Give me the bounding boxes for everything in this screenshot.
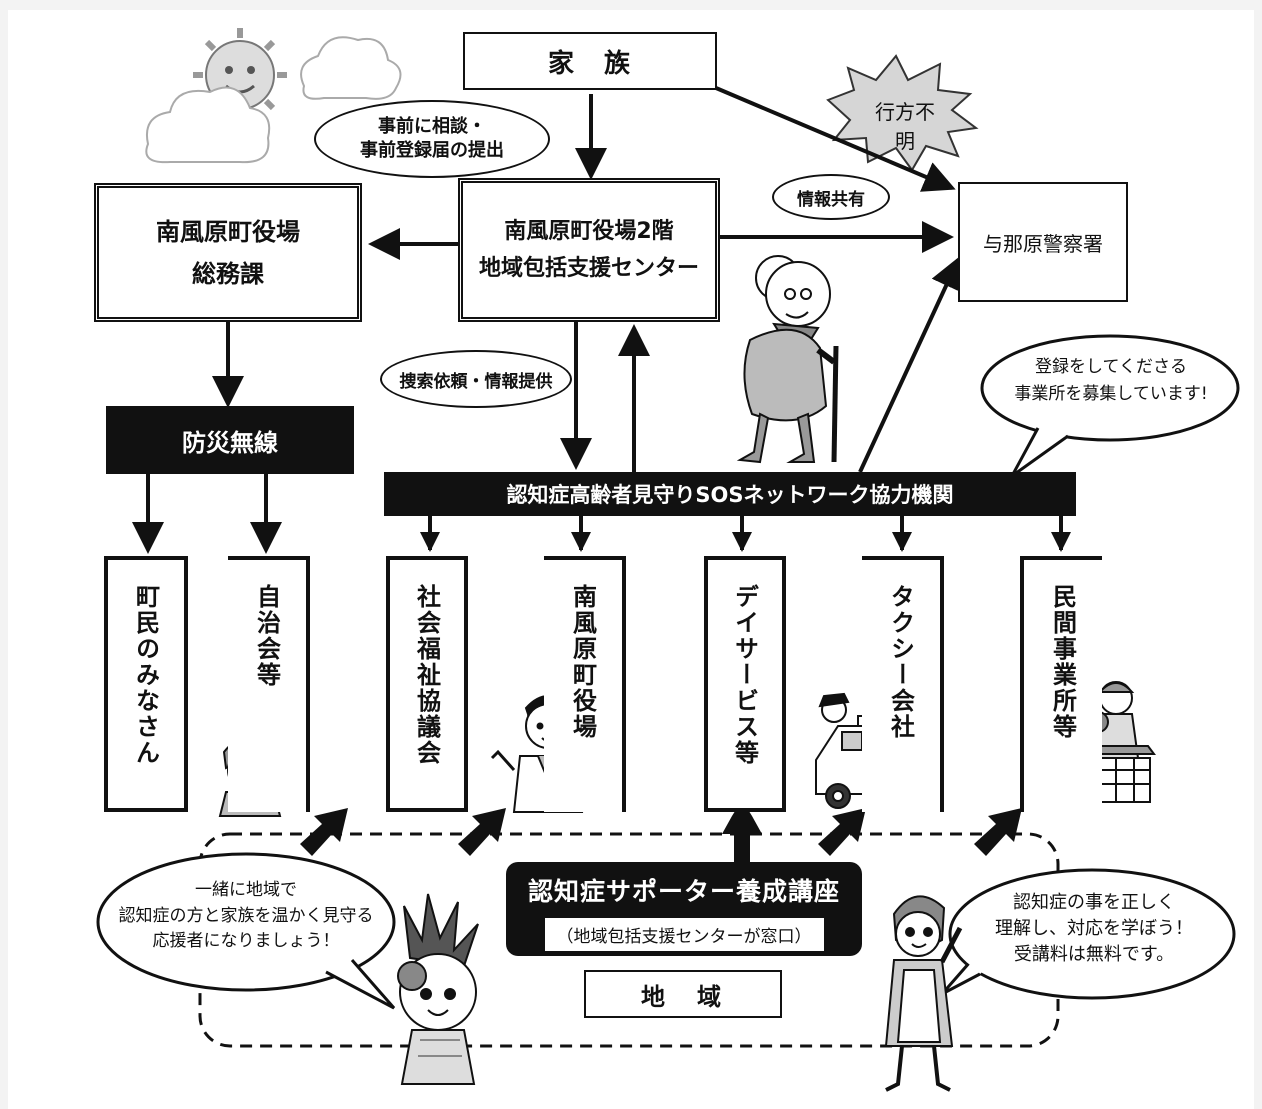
supporter-title: 認知症サポーター養成講座 bbox=[527, 877, 840, 906]
shop-vendor-illustration bbox=[1076, 681, 1156, 803]
search-request-bubble: 捜索依頼・情報提供 bbox=[380, 350, 572, 408]
column-label-jichikai: 自治会等 bbox=[252, 584, 281, 688]
soumu-line1: 南風原町役場 bbox=[156, 217, 300, 246]
right-bubble-text: 認知症の事を正しく 理解し、対応を学ぼう！ 受講料は無料です。 bbox=[995, 892, 1193, 966]
info-share-bubble: 情報共有 bbox=[772, 174, 890, 220]
missing-starburst bbox=[826, 54, 979, 172]
center-line1: 南風原町役場2階 bbox=[504, 218, 674, 244]
column-box-dayservice: デイサービス等 bbox=[704, 556, 786, 812]
soumu-line2: 総務課 bbox=[192, 259, 264, 288]
left-bubble-text: 一緒に地域で 認知症の方と家族を温かく見守る 応援者になりましょう！ bbox=[118, 880, 374, 951]
family-label: 家 族 bbox=[547, 48, 632, 79]
network-bar: 認知症高齢者見守りSOSネットワーク協力機関 bbox=[384, 472, 1076, 516]
region-label-box: 地 域 bbox=[584, 970, 782, 1018]
cloud-icon bbox=[300, 36, 402, 100]
sos-network-diagram: 家 族 行方不明 事前に相談・ 事前登録届の提出 南風原町役場2階 地域包括支援… bbox=[8, 10, 1254, 1109]
network-label: 認知症高齢者見守りSOSネットワーク協力機関 bbox=[506, 483, 954, 507]
consult-bubble-text: 事前に相談・ 事前登録届の提出 bbox=[360, 115, 504, 161]
missing-label: 行方不明 bbox=[875, 100, 935, 153]
column-label-residents: 町民のみなさん bbox=[131, 584, 160, 766]
bousai-label: 防災無線 bbox=[182, 428, 278, 457]
column-box-private: 民間事業所等 bbox=[1020, 556, 1102, 812]
info-share-label: 情報共有 bbox=[797, 189, 865, 210]
column-box-jichikai: 自治会等 bbox=[228, 556, 310, 812]
column-box-shakyo: 社会福祉協議会 bbox=[386, 556, 468, 812]
family-box: 家 族 bbox=[463, 32, 717, 90]
police-box: 与那原警察署 bbox=[958, 182, 1128, 302]
column-box-residents: 町民のみなさん bbox=[104, 556, 188, 812]
recruit-bubble-shape bbox=[980, 334, 1240, 478]
column-box-townhall: 南風原町役場 bbox=[544, 556, 626, 812]
search-request-label: 捜索依頼・情報提供 bbox=[399, 371, 553, 392]
police-label: 与那原警察署 bbox=[983, 231, 1103, 256]
column-label-private: 民間事業所等 bbox=[1048, 584, 1077, 740]
elderly-woman-illustration bbox=[736, 255, 839, 464]
recruit-bubble-text: 登録をしてくださる 事業所を募集しています! bbox=[1014, 357, 1208, 405]
consult-bubble: 事前に相談・ 事前登録届の提出 bbox=[314, 100, 550, 178]
left-bubble-shape bbox=[96, 852, 396, 1010]
mascot-character-illustration bbox=[397, 893, 479, 1085]
right-bubble-shape bbox=[940, 868, 1236, 1000]
bousai-box: 防災無線 bbox=[106, 406, 354, 474]
supporter-training-box: 認知症サポーター養成講座 （地域包括支援センターが窓口） bbox=[506, 862, 862, 956]
center-box: 南風原町役場2階 地域包括支援センター bbox=[458, 178, 720, 322]
column-label-dayservice: デイサービス等 bbox=[730, 584, 759, 766]
column-box-taxi: タクシー会社 bbox=[862, 556, 944, 812]
center-line2: 地域包括支援センター bbox=[478, 256, 699, 281]
column-label-taxi: タクシー会社 bbox=[886, 584, 915, 740]
cloud-icon bbox=[145, 86, 271, 164]
column-label-townhall: 南風原町役場 bbox=[568, 584, 597, 740]
column-label-shakyo: 社会福祉協議会 bbox=[412, 584, 441, 766]
supporter-subtitle: （地域包括支援センターが窓口） bbox=[542, 916, 826, 953]
apron-woman-illustration bbox=[884, 895, 963, 1092]
soumu-box: 南風原町役場 総務課 bbox=[94, 183, 362, 322]
region-label: 地 域 bbox=[641, 982, 725, 1011]
